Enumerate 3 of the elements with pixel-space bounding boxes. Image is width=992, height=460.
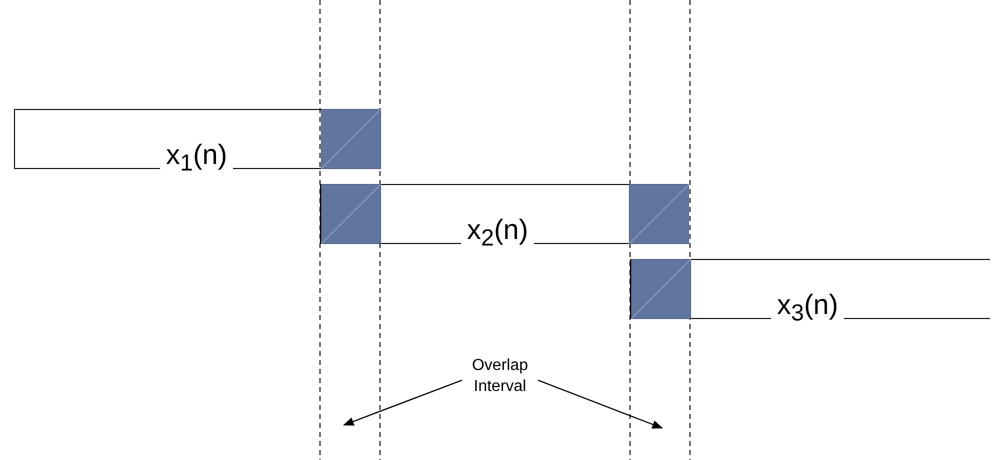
arrow bbox=[343, 380, 462, 426]
arrow bbox=[538, 380, 663, 429]
node-label: Overlap Interval bbox=[472, 357, 528, 395]
